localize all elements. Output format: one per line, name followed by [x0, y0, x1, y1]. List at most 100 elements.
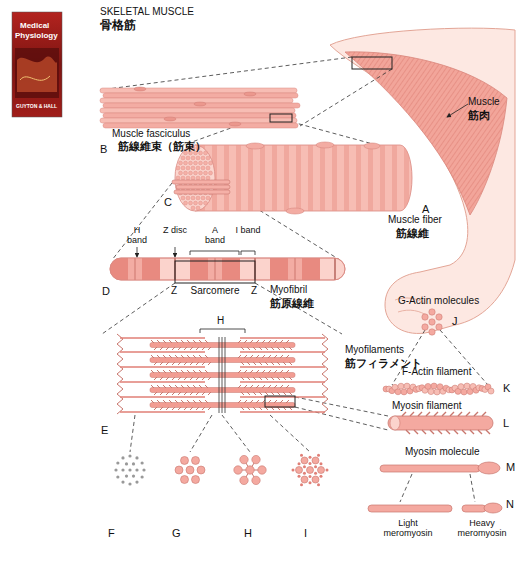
f-actin-bead [431, 383, 437, 389]
part-label: G-Actin molecules [398, 295, 479, 306]
part-label: Muscle fasciculus [112, 128, 190, 139]
g-actin [429, 319, 435, 325]
myofibril-end [186, 176, 190, 180]
myofibril-end [209, 171, 213, 175]
striation-band [344, 140, 349, 220]
myosin-dot [312, 476, 319, 483]
m-line [225, 337, 226, 413]
actin-dot [125, 462, 128, 465]
myosin-dot [252, 455, 260, 463]
m-line [295, 258, 296, 280]
myosin-dot [240, 476, 248, 484]
h-zone [288, 258, 302, 280]
callout-letter: I [304, 527, 307, 539]
actin-dot [298, 475, 301, 478]
f-actin-bead [464, 383, 470, 389]
cross-bridge [151, 340, 292, 350]
myofibril-end [186, 196, 190, 200]
myofibril-end [181, 156, 185, 160]
part-label: 骨格筋 [100, 19, 136, 32]
myofibril-end [181, 166, 185, 170]
actin-dot [298, 462, 301, 465]
muscle-fiber-strand [103, 113, 296, 118]
cross-bridge [151, 370, 292, 380]
actin-dot [116, 461, 119, 464]
f-actin-bead [458, 384, 464, 390]
actin-filament [240, 351, 325, 352]
muscle-fiber-strand [100, 108, 295, 113]
nucleus [194, 102, 206, 106]
nucleus [164, 117, 176, 121]
m-line [135, 258, 136, 280]
part-label: Heavy meromyosin [452, 519, 512, 539]
actin-dot [319, 475, 322, 478]
myofibril-end [199, 161, 203, 165]
striation-band [236, 140, 241, 220]
actin-dot [132, 474, 135, 477]
callout-letter: L [503, 417, 509, 429]
myofibril-end [209, 161, 213, 165]
actin-dot [135, 468, 138, 471]
actin-dot [303, 472, 306, 475]
part-label: Z disc [162, 226, 188, 236]
arm-figure [330, 28, 515, 333]
z-disc [334, 258, 335, 280]
f-actin-bead [398, 383, 404, 389]
g-actin [436, 314, 442, 320]
actin-dot [317, 483, 320, 486]
myofibril-end [204, 161, 208, 165]
actin-filament [120, 337, 205, 338]
myofilament-drawing [117, 329, 328, 414]
callout-letter: N [506, 498, 514, 510]
callout-letter: H [244, 527, 252, 539]
callout-letter: J [452, 315, 458, 327]
actin-dot [121, 468, 124, 471]
myosin-dot [192, 476, 200, 484]
myofibril-end [191, 156, 195, 160]
m-line [219, 337, 220, 413]
cross-sections [114, 454, 328, 486]
myosin-dot [240, 455, 248, 463]
h-zone [128, 258, 142, 280]
myofibril-end [191, 196, 195, 200]
part-label: I band [235, 226, 261, 236]
f-actin-bead [488, 388, 494, 394]
muscle-fiber-strand [100, 118, 297, 123]
actin-dot [319, 462, 322, 465]
callout-letter: K [503, 382, 510, 394]
striation-band [320, 140, 325, 220]
myofibril-end [201, 166, 205, 170]
actin-dot [292, 469, 295, 472]
callout-letter: M [506, 461, 515, 473]
g-actin [422, 324, 428, 330]
striation-band [380, 140, 385, 220]
actin-dot [314, 472, 317, 475]
myofibril-end [206, 196, 210, 200]
callout-letter: Z [171, 285, 177, 296]
myosin-dot [181, 456, 189, 464]
nucleus [134, 87, 146, 91]
striation-band [356, 140, 361, 220]
myofibril-end [191, 166, 195, 170]
m-line [222, 337, 223, 413]
myofibril-end [206, 156, 210, 160]
myofibril-end [196, 156, 200, 160]
part-label: 筋線維 [396, 227, 429, 239]
myofibril-end [196, 176, 200, 180]
actin-filament [120, 351, 205, 352]
book-cover [12, 12, 62, 117]
callout-letter: B [100, 143, 107, 155]
myosin-dot [307, 467, 314, 474]
myofibril-end [194, 171, 198, 175]
myosin-dot [296, 467, 303, 474]
f-actin-bead [395, 389, 401, 395]
myofibril-end [176, 166, 180, 170]
zoom-box [270, 114, 292, 122]
actin-filament [240, 381, 325, 382]
actin-filament [120, 396, 205, 397]
callout-letter: A [422, 203, 429, 215]
myofibril-end [204, 171, 208, 175]
striation-band [308, 140, 313, 220]
striation-band [248, 140, 253, 220]
zoom-lines [100, 57, 488, 502]
